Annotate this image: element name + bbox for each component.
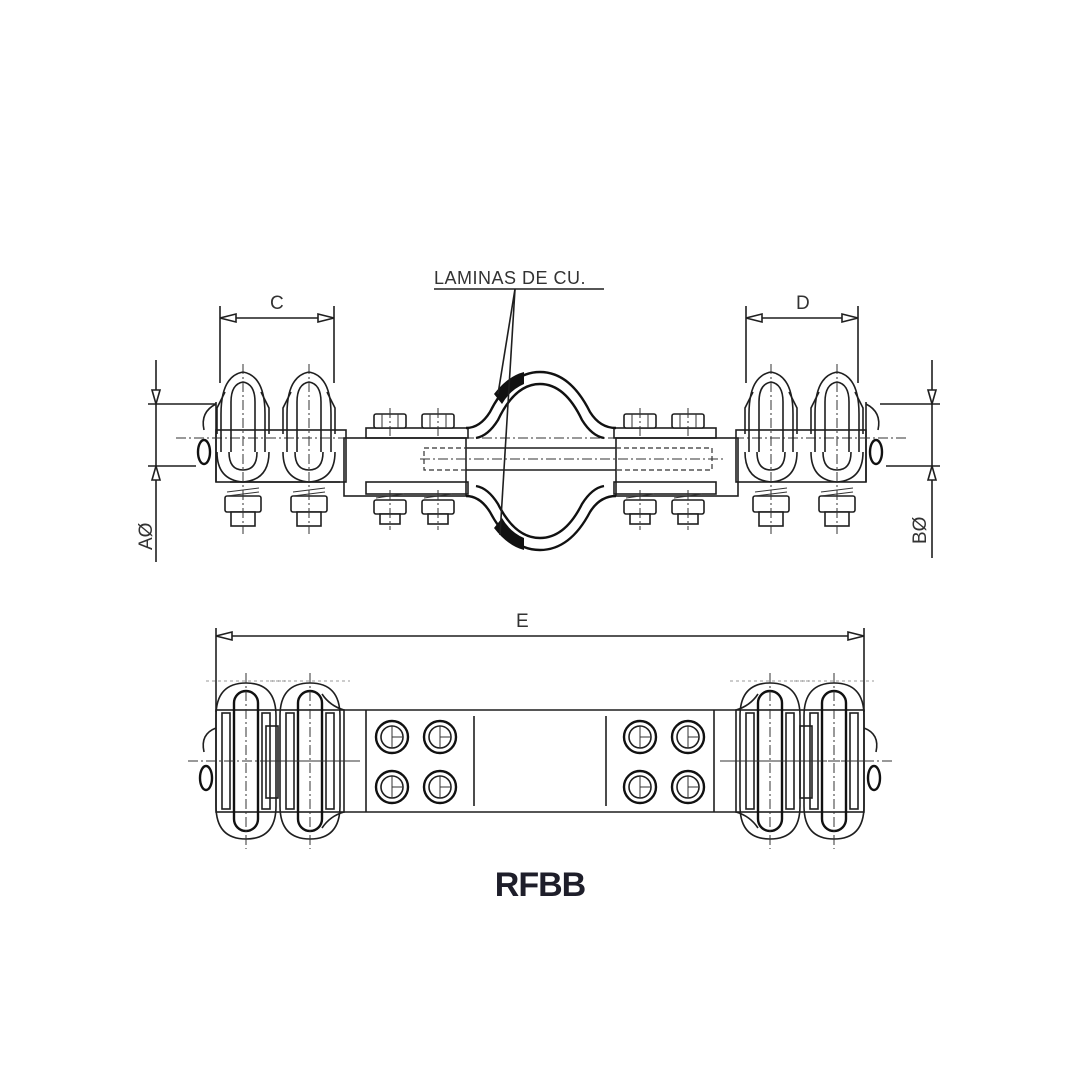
dimension-b-diameter-label: BØ — [910, 516, 931, 544]
dimension-a-diameter-label: AØ — [136, 522, 157, 550]
dimension-c-label: C — [270, 293, 284, 314]
part-code-title: RFBB — [494, 866, 586, 904]
dimension-e-label: E — [516, 611, 529, 632]
front-view: LAMINAS DE CU. C D AØ BØ — [136, 268, 940, 562]
callout-laminas-label: LAMINAS DE CU. — [434, 268, 586, 288]
top-view: E — [188, 611, 892, 851]
dimension-d-label: D — [796, 293, 810, 314]
